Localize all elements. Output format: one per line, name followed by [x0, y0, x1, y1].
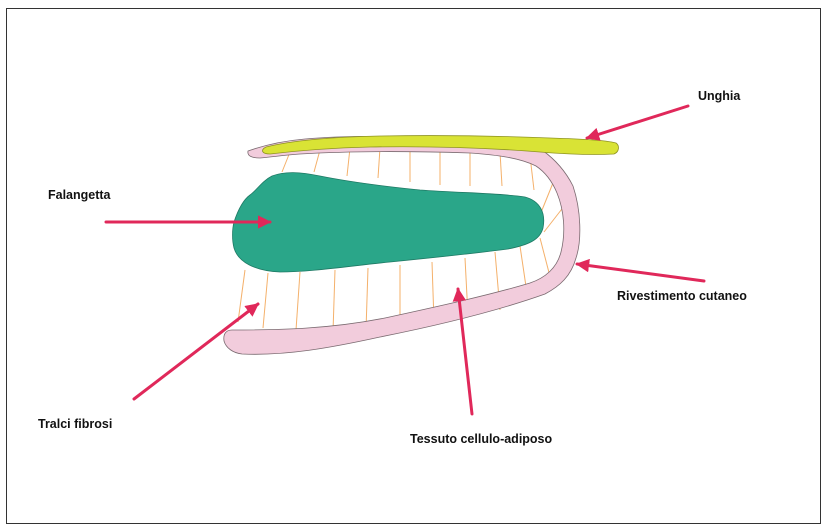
arrow-skin [577, 264, 704, 281]
label-fibrous-bands: Tralci fibrosi [38, 417, 112, 431]
label-nail: Unghia [698, 89, 741, 103]
label-phalanx: Falangetta [48, 188, 112, 202]
arrow-nail [587, 106, 688, 138]
label-skin: Rivestimento cutaneo [617, 289, 747, 303]
label-fatty-tissue: Tessuto cellulo-adiposo [410, 432, 553, 446]
distal-phalanx [233, 173, 544, 272]
